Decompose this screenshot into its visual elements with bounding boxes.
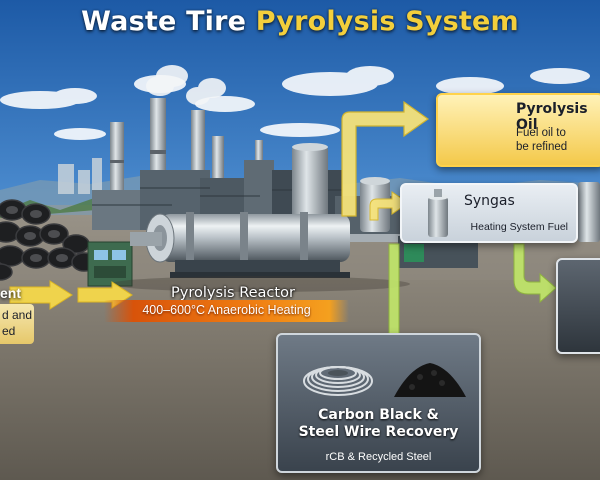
input-label-partial: ent [0, 285, 21, 301]
steel-wire-coil-icon [303, 366, 373, 396]
input-note-box: d and ed [0, 304, 34, 344]
reactor-label: Pyrolysis Reactor [171, 285, 295, 301]
page-title: Waste Tire Pyrolysis System [0, 6, 600, 37]
syngas-description: Heating System Fuel [470, 221, 568, 233]
carbon-black-pile-icon [394, 363, 466, 397]
pyrolysis-oil-panel: Pyrolysis Oil Fuel oil to be refined [436, 93, 600, 167]
title-part-2: Pyrolysis System [255, 6, 519, 37]
carbon-black-title-line-2: Steel Wire Recovery [298, 424, 459, 440]
heating-banner: 400–600°C Anaerobic Heating [104, 300, 349, 322]
pyrolysis-oil-line-1: Fuel oil to [516, 127, 566, 139]
carbon-black-panel: Carbon Black & Steel Wire Recovery rCB &… [276, 333, 481, 473]
input-note-line-2: ed [2, 324, 16, 338]
heating-text: 400–600°C Anaerobic Heating [142, 303, 311, 317]
pyrolysis-oil-title: Pyrolysis Oil [516, 101, 588, 133]
syngas-title: Syngas [464, 193, 515, 209]
pyrolysis-oil-line-2: be refined [516, 141, 568, 153]
carbon-black-title-line-1: Carbon Black & [318, 407, 439, 423]
pyrolysis-oil-description: Fuel oil to be refined [516, 126, 567, 154]
input-note-line-1: d and [2, 308, 33, 322]
syngas-panel: Syngas Heating System Fuel [400, 183, 578, 243]
carbon-black-description: rCB & Recycled Steel [325, 451, 432, 463]
carbon-black-title: Carbon Black & Steel Wire Recovery [278, 407, 479, 441]
pyrolysis-reactor-icon [130, 212, 410, 278]
right-output-panel-partial [556, 258, 600, 354]
gas-tank-icon [428, 189, 448, 237]
title-part-1: Waste Tire [81, 6, 247, 37]
